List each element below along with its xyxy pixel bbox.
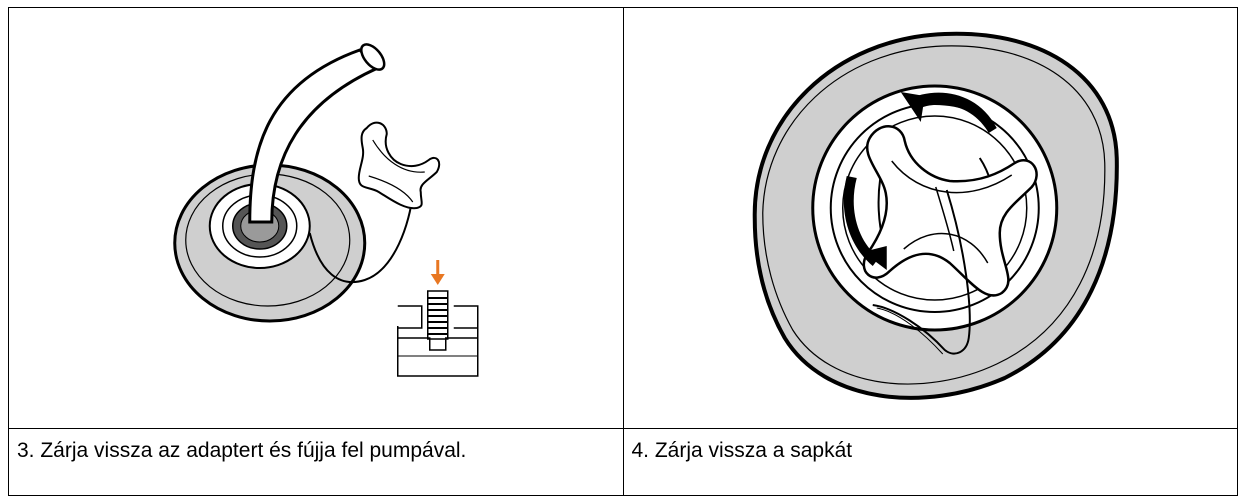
illustration-row bbox=[8, 7, 1238, 429]
caption-row: 3. Zárja vissza az adaptert és fújja fel… bbox=[8, 428, 1238, 496]
step-4-illustration-cell bbox=[622, 7, 1238, 429]
step-3-caption-cell: 3. Zárja vissza az adaptert és fújja fel… bbox=[8, 428, 624, 496]
step-3-caption: 3. Zárja vissza az adaptert és fújja fel… bbox=[17, 439, 467, 462]
rotate-arrow-icon bbox=[843, 92, 997, 270]
step-4-caption: 4. Zárja vissza a sapkát bbox=[631, 439, 853, 462]
step-4-caption-cell: 4. Zárja vissza a sapkát bbox=[622, 428, 1238, 496]
valve-adapter-with-pump-hose-icon bbox=[173, 43, 479, 377]
valve-cross-section-icon bbox=[397, 290, 479, 377]
step-3-illustration-cell bbox=[8, 7, 624, 429]
instruction-table: 3. Zárja vissza az adaptert és fújja fel… bbox=[8, 7, 1238, 496]
insert-arrow-icon bbox=[430, 260, 445, 285]
valve-cap-rotate-close-icon bbox=[752, 31, 1119, 400]
valve-cap-icon bbox=[357, 121, 441, 210]
